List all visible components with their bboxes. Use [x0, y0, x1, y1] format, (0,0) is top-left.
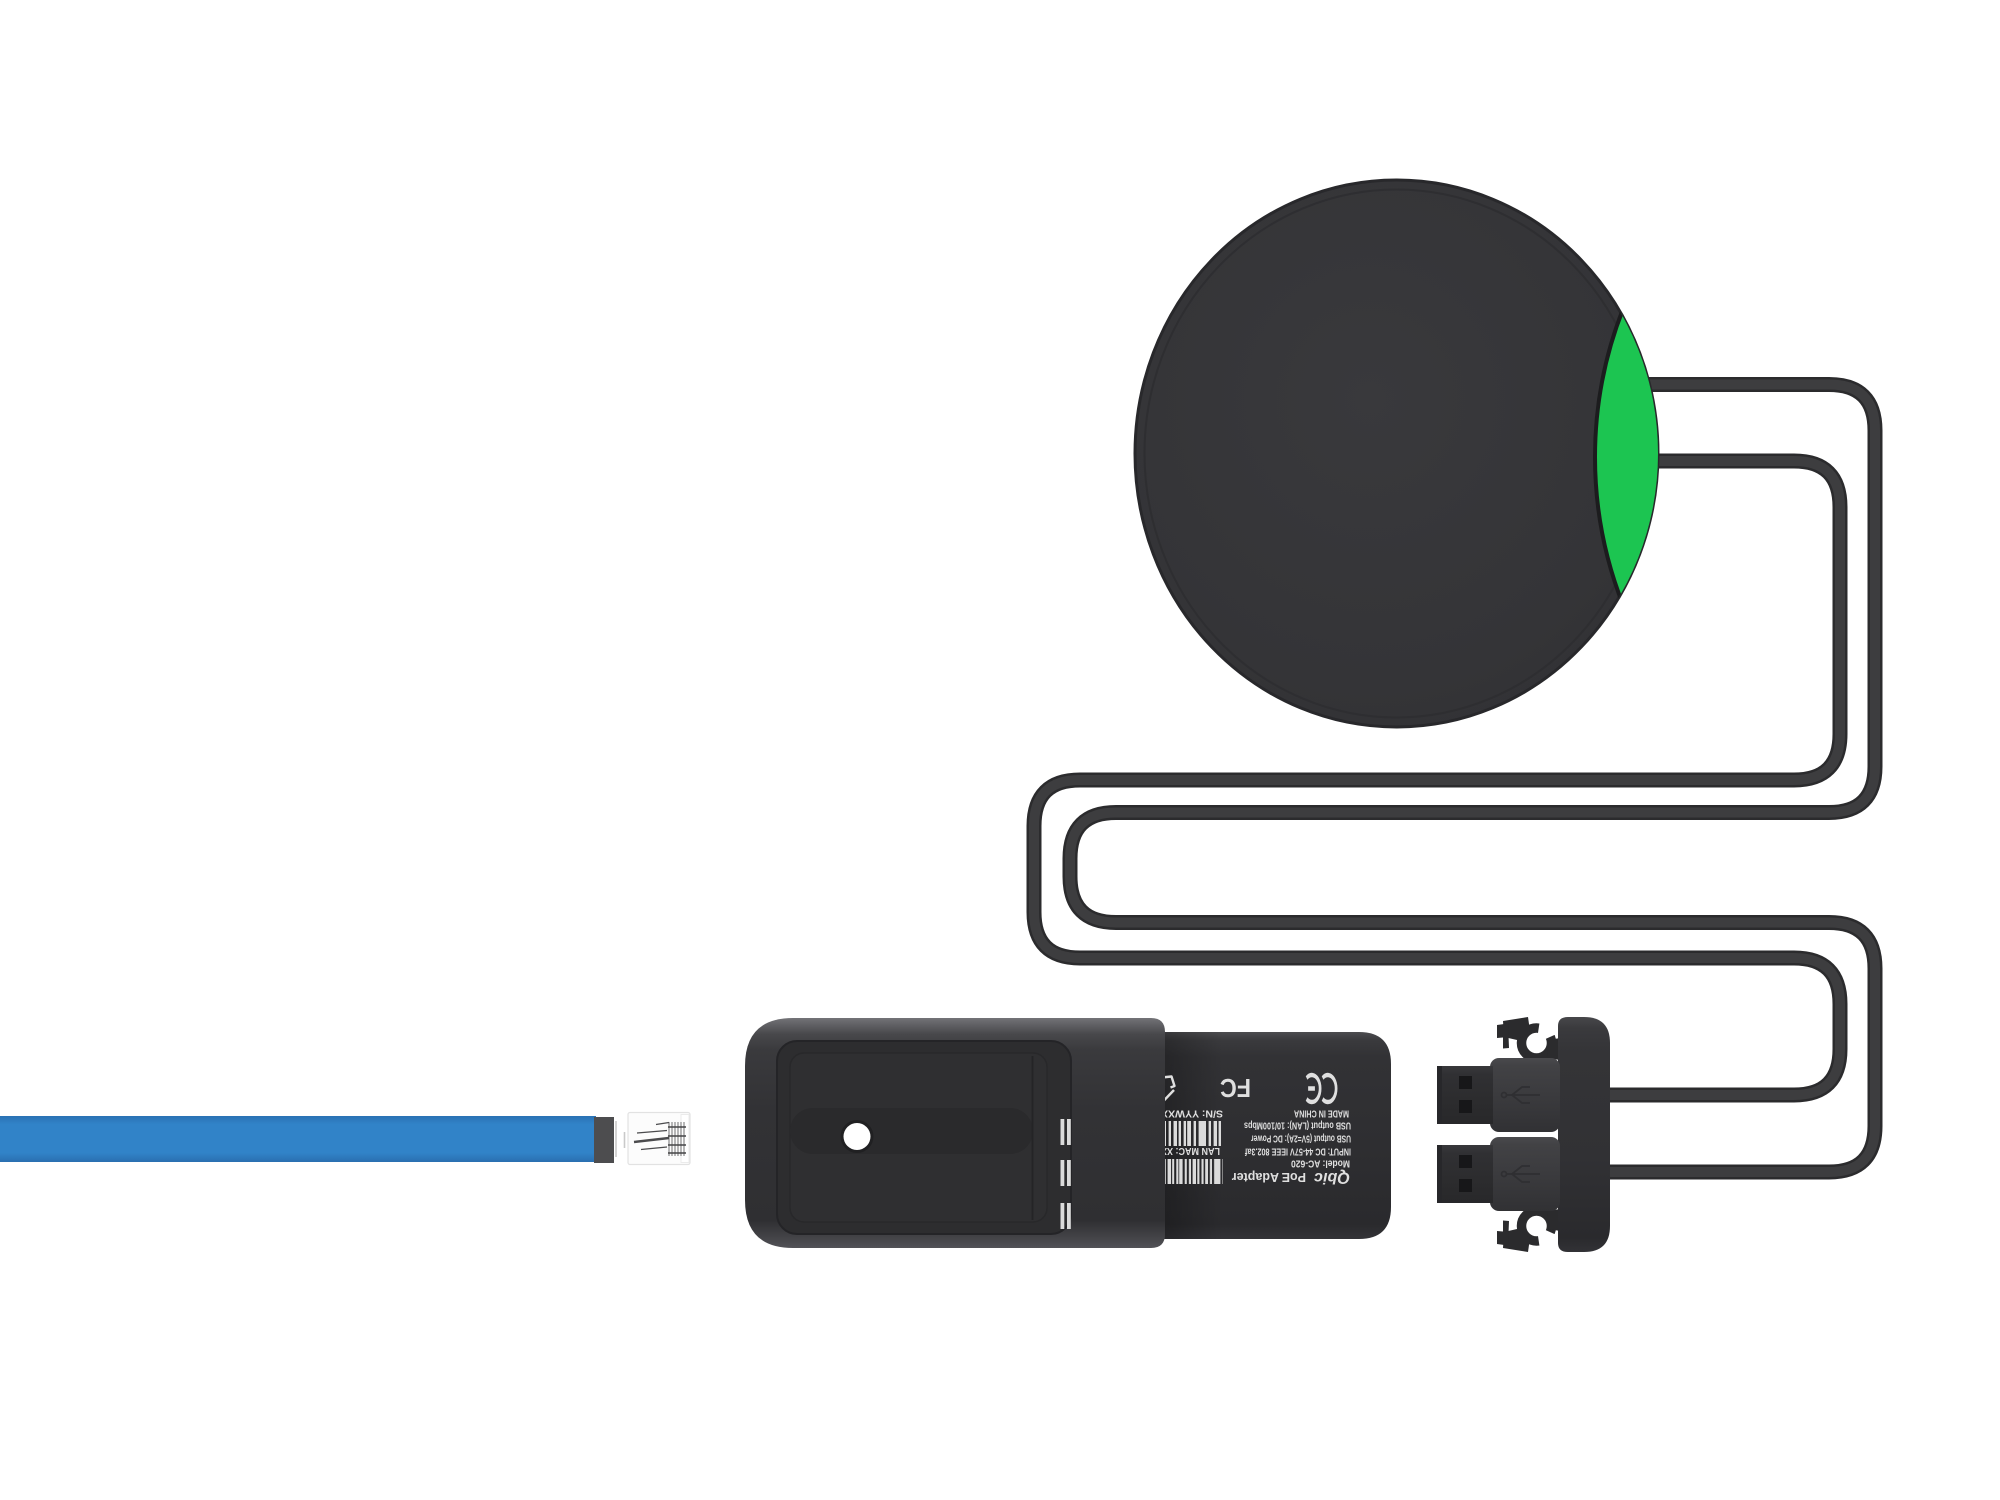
- svg-text:Qbic: Qbic: [1314, 1169, 1350, 1186]
- svg-text:USB output (LAN): 10/100Mbps: USB output (LAN): 10/100Mbps: [1244, 1120, 1351, 1131]
- svg-text:FC: FC: [1220, 1073, 1251, 1103]
- svg-text:INPUT: DC 44-57V IEEE 802.3a: INPUT: DC 44-57V IEEE 802.3af: [1245, 1146, 1351, 1157]
- svg-text:PoE: PoE: [1282, 1170, 1306, 1184]
- svg-text:S/N: YYWXX: S/N: YYWXX: [1161, 1108, 1223, 1119]
- svg-text:LAN MAC: XX: LAN MAC: XX: [1161, 1145, 1220, 1156]
- svg-text:MADE IN CHINA: MADE IN CHINA: [1294, 1108, 1349, 1119]
- svg-text:Adapter: Adapter: [1232, 1170, 1279, 1184]
- svg-text:USB output (5V=2A): DC Power: USB output (5V=2A): DC Power: [1251, 1133, 1351, 1144]
- svg-text:Model: AC-620: Model: AC-620: [1291, 1158, 1350, 1169]
